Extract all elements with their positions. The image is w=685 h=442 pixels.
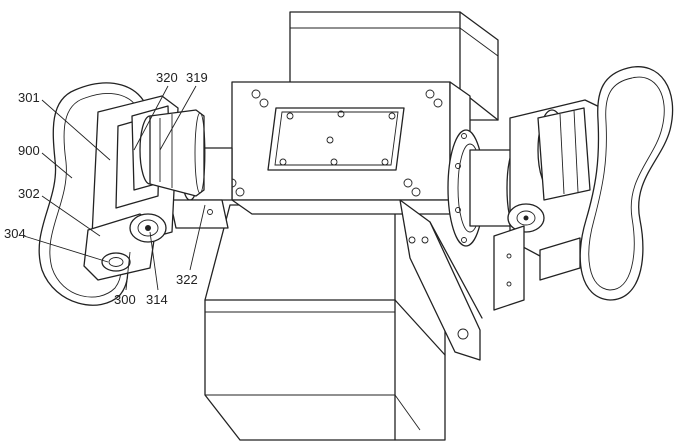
central-frame xyxy=(228,82,470,214)
label-301: 301 xyxy=(18,90,40,105)
label-322: 322 xyxy=(176,272,198,287)
label-900: 900 xyxy=(18,143,40,158)
bracket-322 xyxy=(170,200,228,228)
left-carriage xyxy=(84,96,205,280)
label-302: 302 xyxy=(18,186,40,201)
label-314: 314 xyxy=(146,292,168,307)
cover-plate xyxy=(268,108,404,170)
label-304: 304 xyxy=(4,226,26,241)
label-320: 320 xyxy=(156,70,178,85)
label-300: 300 xyxy=(114,292,136,307)
label-319: 319 xyxy=(186,70,208,85)
